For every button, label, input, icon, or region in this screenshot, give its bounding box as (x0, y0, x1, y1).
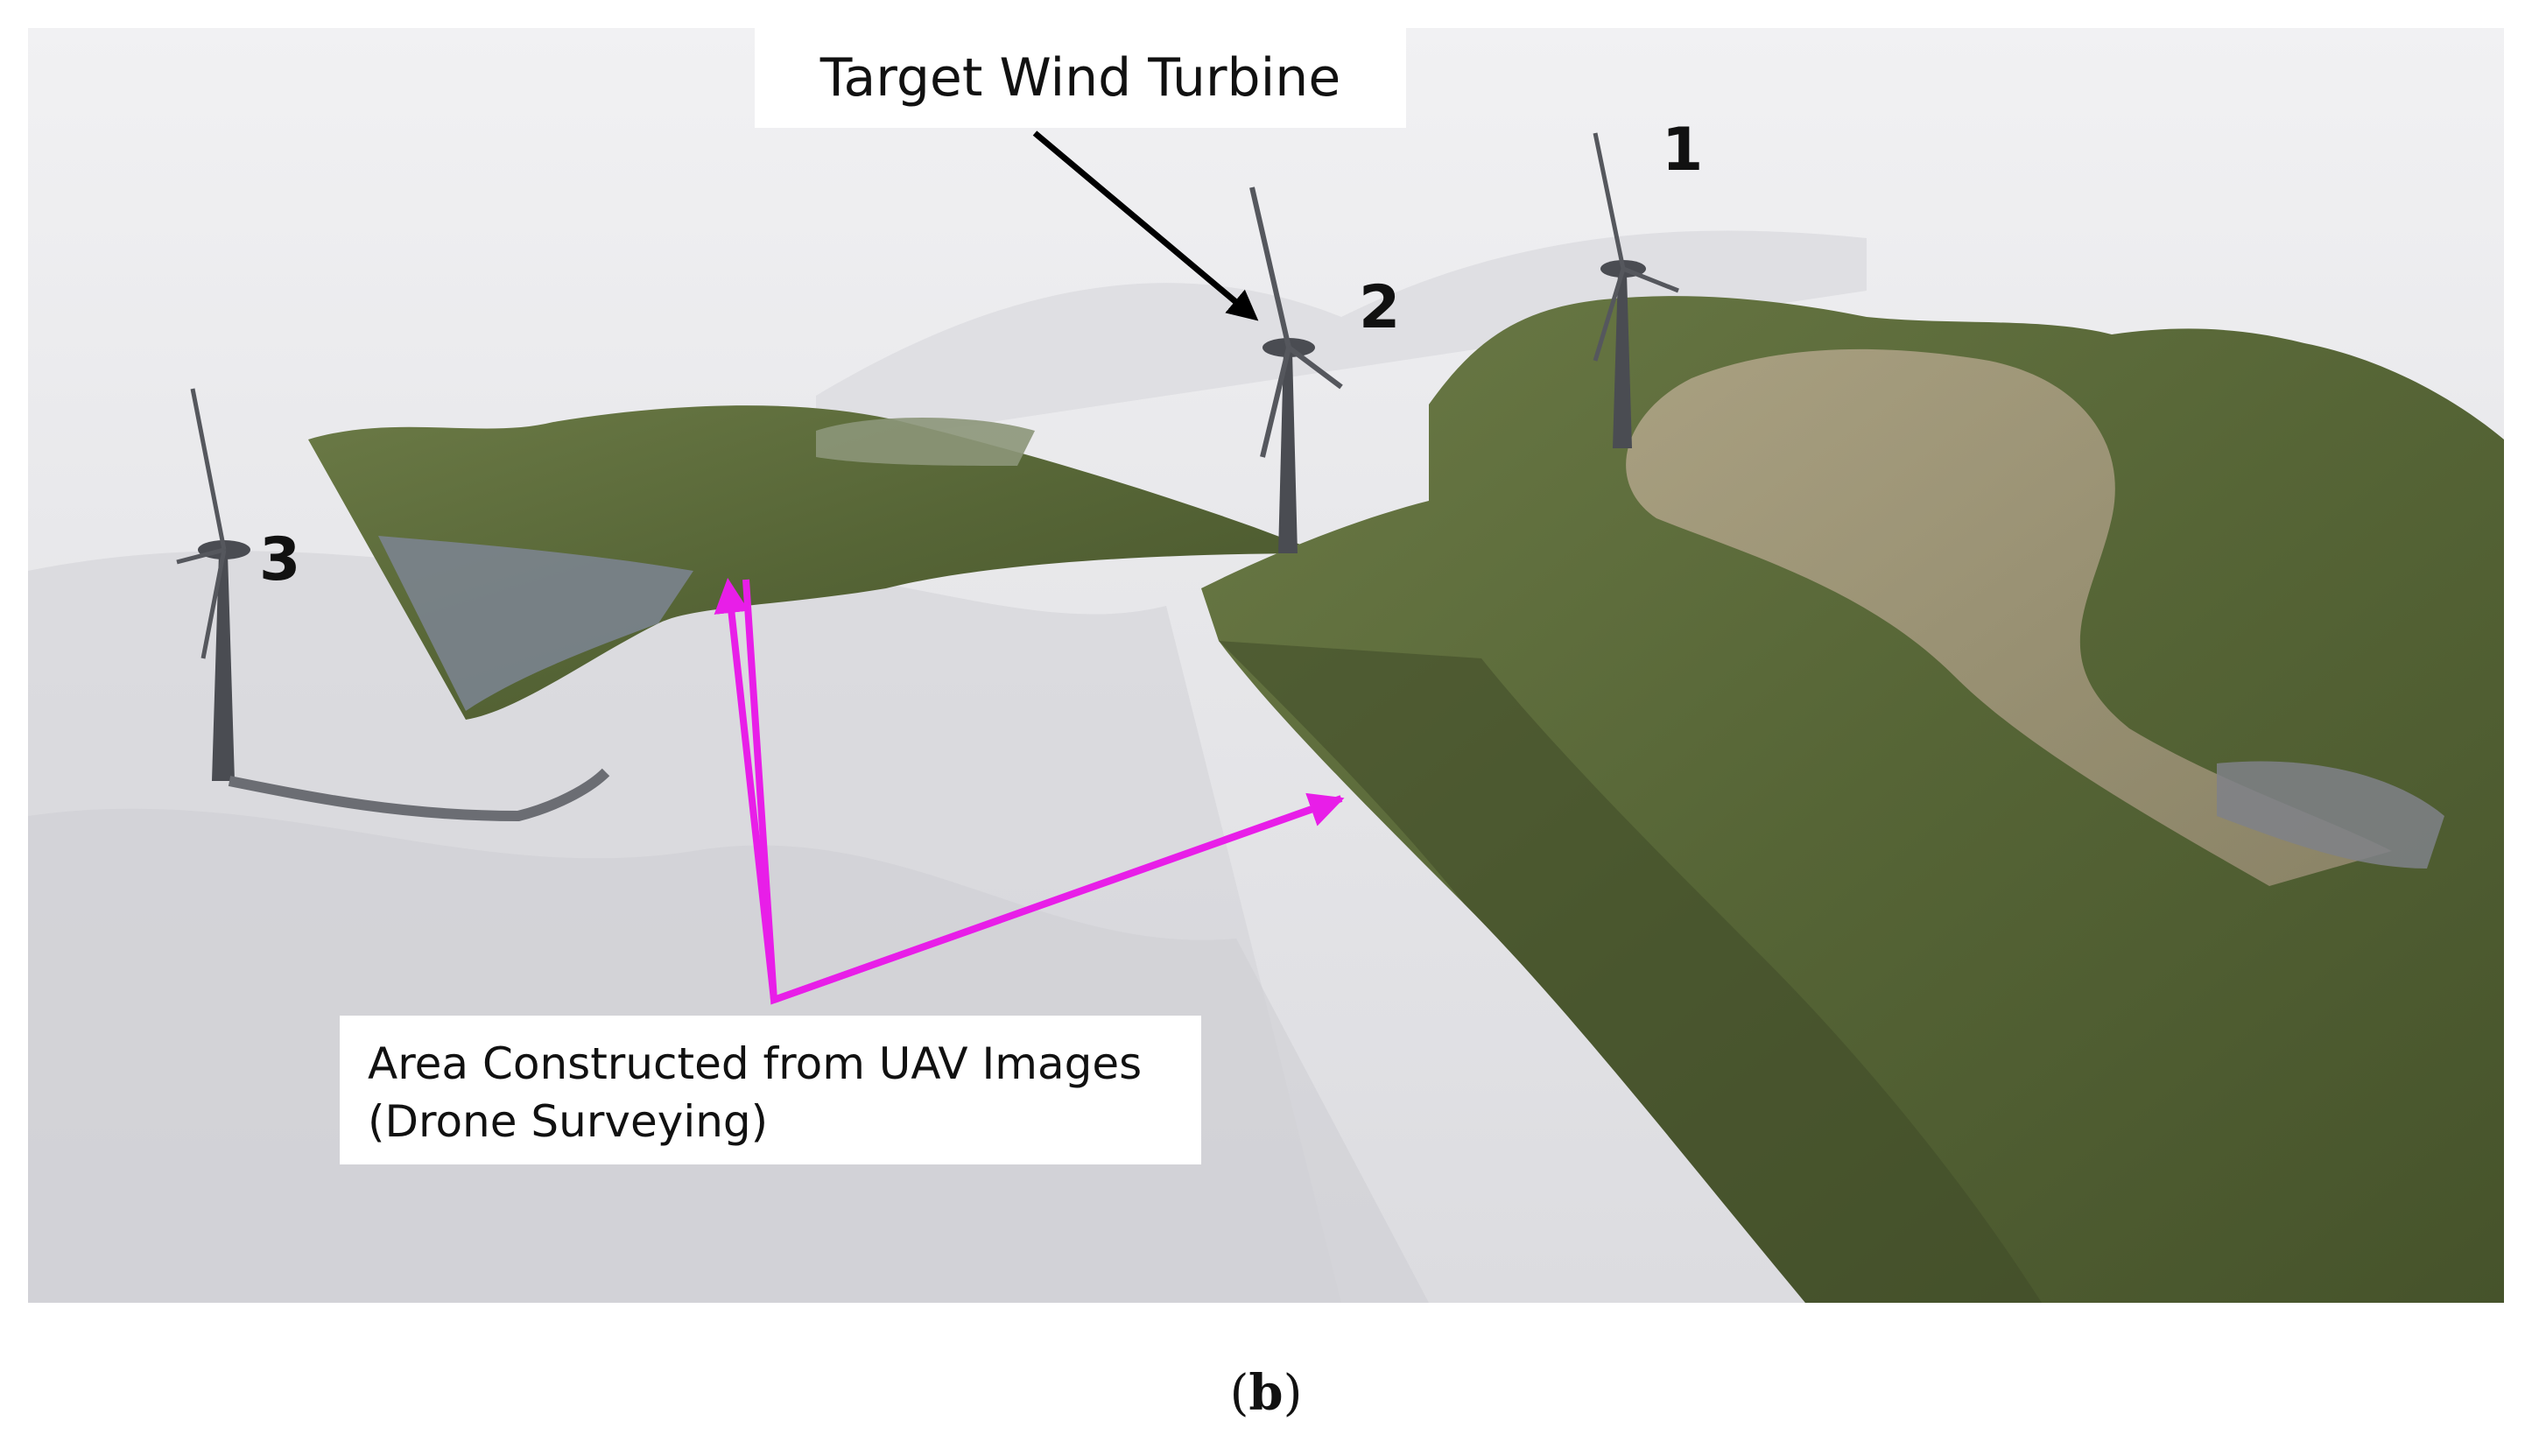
caption-open: ( (1229, 1365, 1249, 1422)
terrain-ridge (816, 230, 1867, 448)
target-turbine-label-text: Target Wind Turbine (819, 47, 1341, 109)
turbine-number-3: 3 (259, 525, 301, 594)
surveyed-area-label-line1: Area Constructed from UAV Images (368, 1038, 1143, 1089)
caption-close: ) (1283, 1365, 1303, 1422)
solar-field (378, 536, 693, 711)
magenta-arrow-left (714, 578, 777, 1001)
target-arrow (1032, 130, 1259, 321)
quarry (2217, 761, 2444, 869)
wind-turbine-2 (1249, 186, 1343, 553)
surveyed-area-label-line2: (Drone Surveying) (368, 1096, 769, 1147)
magenta-arrow-right (772, 792, 1345, 1003)
target-turbine-label: Target Wind Turbine (755, 28, 1406, 128)
wind-turbine-1 (1593, 132, 1679, 448)
cliff-face (1219, 641, 2042, 1303)
reservoir (816, 418, 1035, 466)
turbine-number-2: 2 (1359, 273, 1401, 342)
surveyed-area-label: Area Constructed from UAV Images (Drone … (340, 1016, 1201, 1164)
dirt-road-area (1626, 348, 2392, 886)
wind-turbine-3 (176, 388, 610, 822)
surveyed-area-right (1201, 296, 2504, 1303)
caption-letter: b (1248, 1364, 1284, 1422)
turbine-number-1: 1 (1662, 116, 1704, 185)
figure-caption: (b) (0, 1364, 2532, 1422)
